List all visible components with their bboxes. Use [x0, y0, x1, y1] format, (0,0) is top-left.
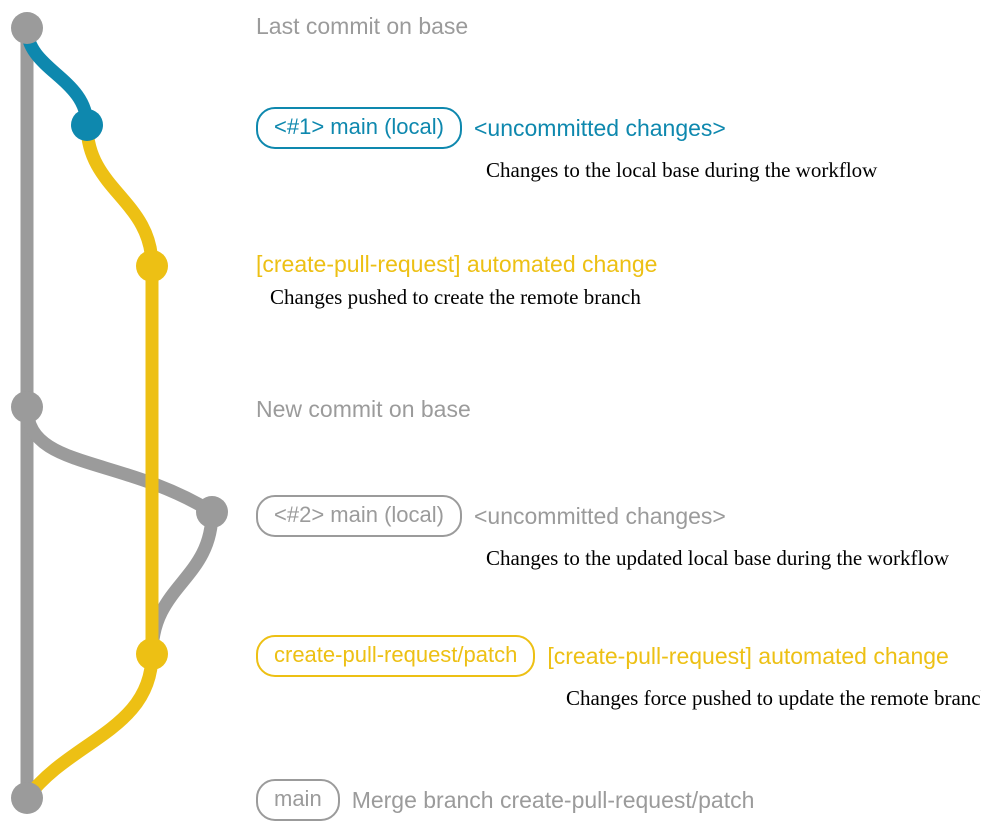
branch-badge-patch-2[interactable]: create-pull-request/patch	[256, 635, 536, 677]
commit-node-patch-2[interactable]	[136, 638, 168, 670]
commit-node-local-1[interactable]	[71, 109, 103, 141]
branch-line-local2-to-patch2	[145, 511, 219, 655]
commit-row-local-1-main: <#1> main (local) <uncommitted changes>	[256, 107, 726, 149]
commit-node-base-new[interactable]	[11, 391, 43, 423]
branch-line-local1-to-patch1	[80, 124, 159, 267]
commit-row-local-2-main: <#2> main (local) <uncommitted changes>	[256, 495, 726, 537]
commit-node-merge[interactable]	[11, 782, 43, 814]
commit-row-patch-2-main: create-pull-request/patch [create-pull-r…	[256, 635, 949, 677]
commit-row-local-2: <#2> main (local) <uncommitted changes> …	[256, 495, 949, 569]
commit-row-patch-1: [create-pull-request] automated change C…	[256, 253, 657, 308]
commit-message-patch-2: [create-pull-request] automated change	[547, 642, 949, 669]
commit-message-new-commit-on-base: New commit on base	[256, 396, 471, 422]
commit-row-merge-main: main Merge branch create-pull-request/pa…	[256, 779, 754, 821]
commit-row-patch-2: create-pull-request/patch [create-pull-r…	[256, 635, 981, 709]
branch-line-patch2-to-merge	[21, 653, 159, 802]
commit-description-patch-1: Changes pushed to create the remote bran…	[270, 285, 641, 309]
branch-line-base-to-local2	[20, 406, 216, 518]
branch-line-base-to-local1	[20, 27, 94, 126]
commit-description-local-2: Changes to the updated local base during…	[486, 546, 950, 570]
branch-badge-main[interactable]: main	[256, 779, 340, 821]
commit-message-merge: Merge branch create-pull-request/patch	[351, 786, 755, 813]
commit-row-local-1: <#1> main (local) <uncommitted changes> …	[256, 107, 877, 181]
commit-node-local-2[interactable]	[196, 496, 228, 528]
commit-row-patch-1-main: [create-pull-request] automated change	[256, 253, 657, 276]
commit-node-base-top[interactable]	[11, 12, 43, 44]
commit-node-patch-1[interactable]	[136, 250, 168, 282]
commit-description-local-1: Changes to the local base during the wor…	[486, 158, 878, 182]
commit-message-patch-1: [create-pull-request] automated change	[256, 251, 658, 277]
commit-message-local-1: <uncommitted changes>	[473, 114, 726, 141]
branch-badge-local-2[interactable]: <#2> main (local)	[256, 495, 462, 537]
commit-row-merge: main Merge branch create-pull-request/pa…	[256, 779, 754, 821]
commit-message-last-commit-on-base: Last commit on base	[256, 13, 469, 39]
branch-badge-local-1[interactable]: <#1> main (local)	[256, 107, 462, 149]
commit-description-patch-2: Changes force pushed to update the remot…	[566, 686, 981, 710]
commit-message-local-2: <uncommitted changes>	[473, 502, 726, 529]
